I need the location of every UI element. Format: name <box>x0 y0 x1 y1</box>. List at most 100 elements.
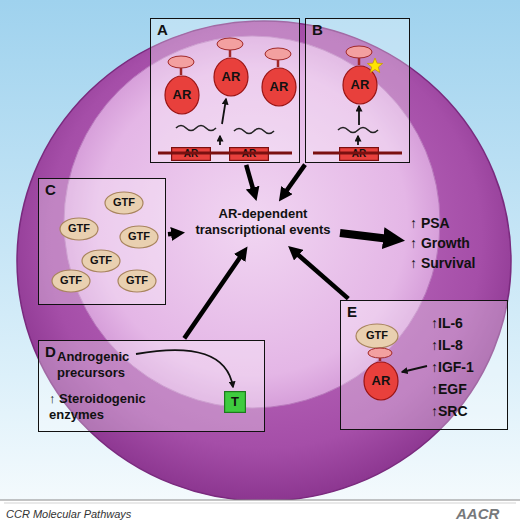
conversion-arrow <box>136 350 233 387</box>
flow-arrow <box>168 231 175 236</box>
process-text: ↑ Survival <box>410 255 492 272</box>
panel-text: ↑IGF-1 <box>431 359 507 376</box>
mutation-star <box>367 58 382 73</box>
gene-segment <box>172 148 211 161</box>
factor-ellipse <box>118 270 156 292</box>
ar-protein: AR <box>213 57 249 97</box>
gtf-factor: GTF <box>119 225 159 249</box>
ar-gene: AR <box>229 147 269 161</box>
node-label: GTF <box>81 249 121 273</box>
panel-text: Androgenic precursors <box>57 349 152 380</box>
node-label: T <box>224 391 246 413</box>
logo-text: AACR <box>456 505 499 523</box>
node-label: GTF <box>104 191 144 215</box>
panel-text: ↑IL-6 <box>431 315 507 332</box>
flow-arrow <box>246 165 254 192</box>
mrna-wave <box>338 128 378 133</box>
panel-letter: E <box>347 303 367 321</box>
node-label: AR <box>363 361 399 401</box>
panel-box: E ↑IL-6 ↑IL-8 ↑IGF-1 ↑EGF ↑SRC GTF AR <box>340 300 508 430</box>
panel-text: ↑SRC <box>431 403 507 420</box>
node-label: AR <box>261 67 297 107</box>
factor-ellipse <box>52 270 90 292</box>
protein-ellipse <box>214 58 248 96</box>
node-label: AR <box>229 147 269 161</box>
node-label: GTF <box>117 269 157 293</box>
node-label: AR <box>339 147 379 161</box>
ligand-domain <box>346 46 372 58</box>
process-node: AR-dependent transcriptional events <box>188 204 338 244</box>
panel-box: A AR AR AR AR AR <box>150 18 300 163</box>
gtf-factor: GTF <box>81 249 121 273</box>
flow-arrow <box>184 255 242 339</box>
gtf-factor: GTF <box>355 323 399 349</box>
gtf-factor: GTF <box>104 191 144 215</box>
factor-ellipse <box>60 218 98 240</box>
protein-ellipse <box>262 68 296 106</box>
process-text: ↑ PSA <box>410 215 492 232</box>
flow-arrow <box>340 233 390 239</box>
ligand-domain <box>217 38 243 50</box>
node-label: AR <box>213 57 249 97</box>
protein-stem <box>379 358 382 361</box>
small-arrow <box>219 136 221 145</box>
panel-letter: C <box>45 181 65 199</box>
ligand-domain <box>168 56 194 68</box>
node-label: GTF <box>355 323 399 349</box>
gtf-factor: GTF <box>59 217 99 241</box>
small-arrow <box>222 99 226 124</box>
protein-ellipse <box>364 362 398 400</box>
hormone-square <box>225 392 246 413</box>
small-arrow <box>358 106 360 125</box>
node-label: AR <box>164 75 200 115</box>
ar-protein: AR <box>342 65 378 105</box>
node-label: AR <box>342 65 378 105</box>
panel-text: ↑ Steroidogenic enzymes <box>49 391 174 422</box>
factor-ellipse <box>82 250 120 272</box>
gene-segment <box>340 148 379 161</box>
panel-letter: B <box>312 21 332 39</box>
protein-ellipse <box>343 66 377 104</box>
process-text: AR-dependent transcriptional events <box>188 206 338 237</box>
panel-box: CGTFGTFGTFGTFGTFGTF <box>38 178 166 305</box>
testosterone-box: T <box>224 391 246 413</box>
factor-ellipse <box>120 226 158 248</box>
dna-strand <box>158 152 292 155</box>
protein-stem <box>358 58 361 65</box>
small-arrow <box>357 136 359 145</box>
dna-strand <box>313 152 402 155</box>
sky-background <box>0 0 520 500</box>
protein-stem <box>277 60 280 67</box>
cell-body <box>17 21 511 501</box>
footer-rule <box>0 500 520 501</box>
factor-ellipse <box>356 324 398 348</box>
node-label: GTF <box>119 225 159 249</box>
ar-protein: AR <box>261 67 297 107</box>
mrna-wave <box>234 129 274 134</box>
protein-stem <box>180 68 183 75</box>
panel-text: ↑EGF <box>431 381 507 398</box>
panel-box: B AR AR <box>305 18 410 163</box>
factor-ellipse <box>105 192 143 214</box>
flow-arrow <box>295 252 348 298</box>
footer-rule <box>4 503 516 504</box>
outcome-node: ↑ PSA ↑ Growth ↑ Survival <box>408 215 492 277</box>
footer-caption: CCR Molecular Pathways <box>6 508 131 521</box>
node-label: GTF <box>59 217 99 241</box>
ar-protein: AR <box>363 361 399 401</box>
protein-ellipse <box>165 76 199 114</box>
gtf-factor: GTF <box>117 269 157 293</box>
node-label: AR <box>171 147 211 161</box>
footer-band <box>0 500 520 527</box>
ar-gene: AR <box>339 147 379 161</box>
mrna-wave <box>176 126 216 131</box>
panel-box: DAndrogenic precursors↑ Steroidogenic en… <box>38 340 265 432</box>
panel-text: ↑IL-8 <box>431 337 507 354</box>
panel-letter: A <box>157 21 177 39</box>
ligand-domain <box>368 348 392 358</box>
process-text: ↑ Growth <box>410 235 492 252</box>
gtf-factor: GTF <box>51 269 91 293</box>
ar-gene: AR <box>171 147 211 161</box>
